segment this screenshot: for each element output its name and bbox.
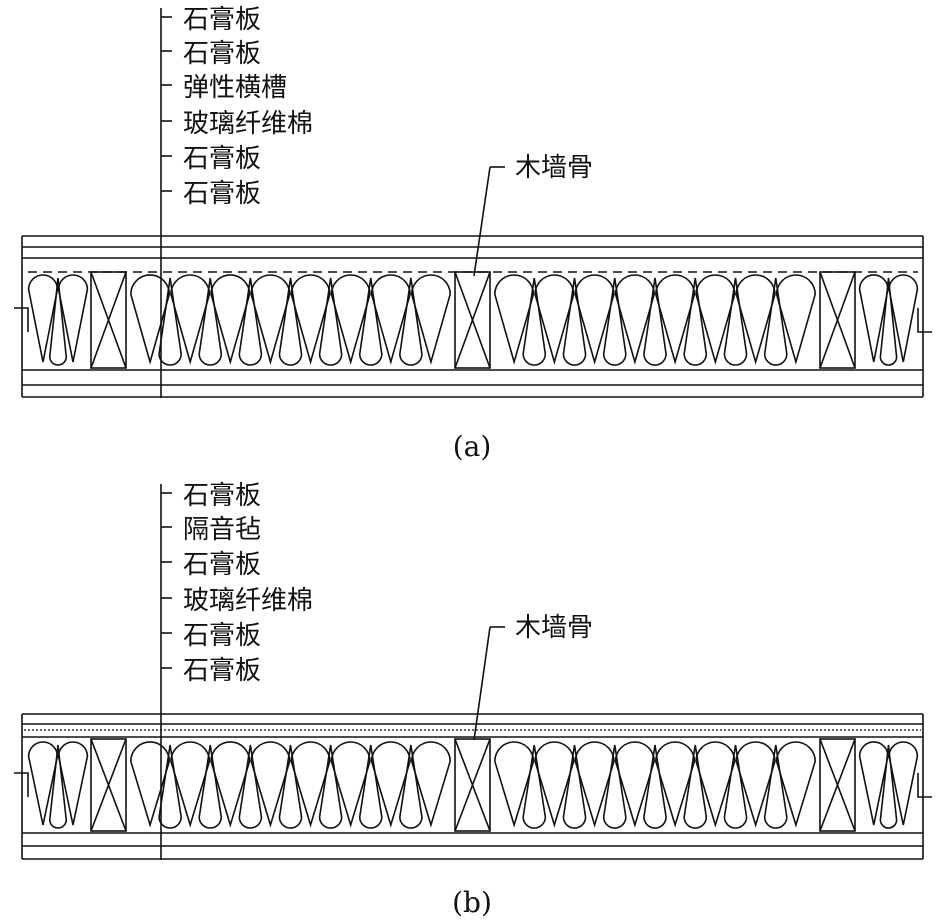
layer-leader-a (160, 8, 172, 398)
layer-label: 石膏板 (183, 550, 261, 580)
wall-section-a: 石膏板 石膏板 弹性横槽 玻璃纤维棉 石膏板 石膏板 木墙骨 (a) (14, 5, 932, 463)
layer-label: 石膏板 (183, 39, 261, 69)
insulation-loop (198, 744, 223, 829)
insulation-loop (683, 277, 708, 366)
break-line-right (917, 773, 932, 798)
insulation-loop (723, 277, 748, 366)
stud-cross-line (819, 738, 856, 832)
insulation-loop (358, 277, 383, 366)
insulation-loop (562, 277, 587, 366)
layer-label: 石膏板 (183, 179, 261, 209)
layer-label: 石膏板 (183, 144, 261, 174)
wall-boards-a (21, 235, 924, 398)
layer-label: 玻璃纤维棉 (183, 586, 313, 616)
insulation-loop (278, 744, 303, 829)
wood-stud (819, 738, 856, 832)
stud-cross-line (454, 271, 491, 369)
layer-label: 石膏板 (183, 656, 261, 686)
wall-boards-b (21, 713, 924, 860)
stud-cross-line (819, 271, 856, 369)
stud-cross-line (90, 738, 127, 832)
insulation-loop (318, 744, 343, 829)
layer-label: 石膏板 (183, 481, 261, 511)
wall-cavity-a (14, 271, 932, 369)
layer-leader-b (160, 484, 172, 860)
insulation-loop (158, 744, 182, 829)
stud-cross-line (90, 271, 127, 369)
stud-leader-a (473, 166, 505, 277)
insulation-loop (879, 277, 898, 366)
wood-stud (454, 738, 491, 832)
insulation-loop (522, 744, 547, 829)
insulation-loop (683, 744, 708, 829)
stud-label: 木墙骨 (515, 153, 593, 183)
caption-b: (b) (452, 886, 492, 919)
insulation-loop (602, 744, 627, 829)
stud-leader-b (473, 626, 505, 741)
insulation-loop (238, 744, 263, 829)
wall-section-b: 石膏板 隔音毡 石膏板 玻璃纤维棉 石膏板 石膏板 木墙骨 (b) (14, 481, 932, 919)
insulation-loop (238, 277, 263, 366)
insulation-loop (48, 277, 68, 366)
layer-label: 石膏板 (183, 5, 261, 35)
insulation-loop (562, 744, 587, 829)
wood-stud (819, 271, 856, 369)
layer-label: 隔音毡 (183, 515, 261, 545)
break-line-right (917, 308, 932, 333)
break-line-left (14, 307, 29, 332)
insulation-loop (358, 744, 383, 829)
caption-a: (a) (453, 430, 492, 463)
insulation-loop (522, 277, 547, 366)
insulation-loop (643, 744, 667, 829)
insulation-loop (278, 277, 303, 366)
insulation-loop (879, 744, 898, 829)
insulation-loop (318, 277, 343, 366)
insulation-loop (723, 744, 748, 829)
stud-label: 木墙骨 (515, 613, 593, 643)
insulation-loop (48, 744, 68, 829)
insulation-loop (198, 277, 223, 366)
insulation-loop (158, 277, 182, 366)
insulation-loop (399, 744, 423, 829)
insulation-loop (763, 744, 788, 829)
wood-stud (454, 271, 491, 369)
insulation-loop (602, 277, 627, 366)
wood-stud (90, 738, 127, 832)
break-line-left (14, 772, 29, 797)
insulation-loop (399, 277, 423, 366)
layer-label: 弹性横槽 (183, 73, 287, 103)
layer-label: 玻璃纤维棉 (183, 109, 313, 139)
insulation-loop (643, 277, 667, 366)
layer-label: 石膏板 (183, 621, 261, 651)
insulation-loop (763, 277, 788, 366)
stud-cross-line (454, 738, 491, 832)
wall-cavity-b (14, 738, 932, 832)
wood-stud (90, 271, 127, 369)
